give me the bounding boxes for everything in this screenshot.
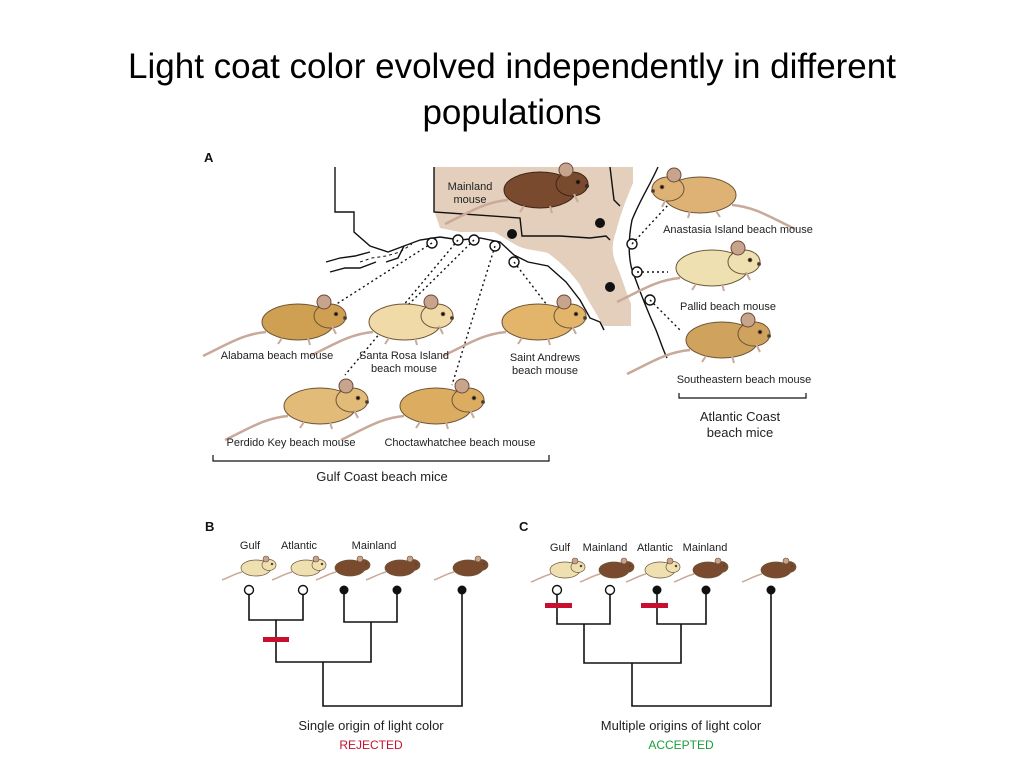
panel-c-label-mainland-1: Mainland bbox=[583, 542, 628, 554]
santa-rosa-mouse-label: Santa Rosa Island bbox=[359, 350, 449, 362]
saint-andrews-mouse-label: Saint Andrews bbox=[510, 352, 581, 364]
saint-andrews-mouse-label-2: beach mouse bbox=[512, 365, 578, 377]
panel-c-verdict: ACCEPTED bbox=[648, 738, 714, 752]
panel-c-caption: Multiple origins of light color bbox=[601, 718, 762, 733]
site-connectors bbox=[334, 204, 681, 386]
panel-c-label-gulf: Gulf bbox=[550, 542, 571, 554]
panel-b-gain-mark bbox=[263, 637, 289, 642]
panel-b-caption: Single origin of light color bbox=[298, 718, 444, 733]
panel-b-verdict: REJECTED bbox=[339, 738, 403, 752]
panel-b-letter: B bbox=[205, 519, 214, 534]
choctawhatchee-mouse-label: Choctawhatchee beach mouse bbox=[384, 437, 535, 449]
group-brackets bbox=[212, 393, 807, 462]
mainland-mouse-label: Mainland bbox=[448, 181, 493, 193]
atlantic-mouse-figures bbox=[615, 166, 797, 376]
panel-c-tips bbox=[551, 584, 776, 596]
anastasia-mouse-label: Anastasia Island beach mouse bbox=[663, 224, 813, 236]
perdido-key-mouse-label: Perdido Key beach mouse bbox=[226, 437, 355, 449]
state-borders bbox=[359, 243, 413, 263]
panel-b-label-gulf: Gulf bbox=[240, 540, 261, 552]
panel-b-tips bbox=[243, 584, 467, 596]
panel-c-letter: C bbox=[519, 519, 529, 534]
panel-b-label-mainland: Mainland bbox=[352, 540, 397, 552]
panel-c-mice bbox=[530, 557, 797, 583]
panel-a-letter: A bbox=[204, 150, 214, 165]
mainland-dots bbox=[507, 218, 615, 292]
panel-b-mice bbox=[221, 555, 489, 581]
panel-b-tree bbox=[248, 590, 463, 707]
panel-c-label-atlantic: Atlantic bbox=[637, 542, 674, 554]
pallid-mouse-label: Pallid beach mouse bbox=[680, 301, 776, 313]
atlantic-group-label: Atlantic Coast bbox=[700, 409, 781, 424]
panel-c-gain-mark-1 bbox=[545, 603, 572, 608]
slide-title: Light coat color evolved independently i… bbox=[128, 47, 896, 132]
panel-b-label-atlantic: Atlantic bbox=[281, 540, 318, 552]
mainland-mouse-label-2: mouse bbox=[453, 194, 486, 206]
atlantic-group-label-2: beach mice bbox=[707, 425, 773, 440]
southeastern-mouse-label: Southeastern beach mouse bbox=[677, 374, 812, 386]
panel-c-label-mainland-2: Mainland bbox=[683, 542, 728, 554]
santa-rosa-mouse-label-2: beach mouse bbox=[371, 363, 437, 375]
panel-c-gain-mark-2 bbox=[641, 603, 668, 608]
gulf-group-label: Gulf Coast beach mice bbox=[316, 469, 448, 484]
alabama-mouse-label: Alabama beach mouse bbox=[221, 350, 334, 362]
